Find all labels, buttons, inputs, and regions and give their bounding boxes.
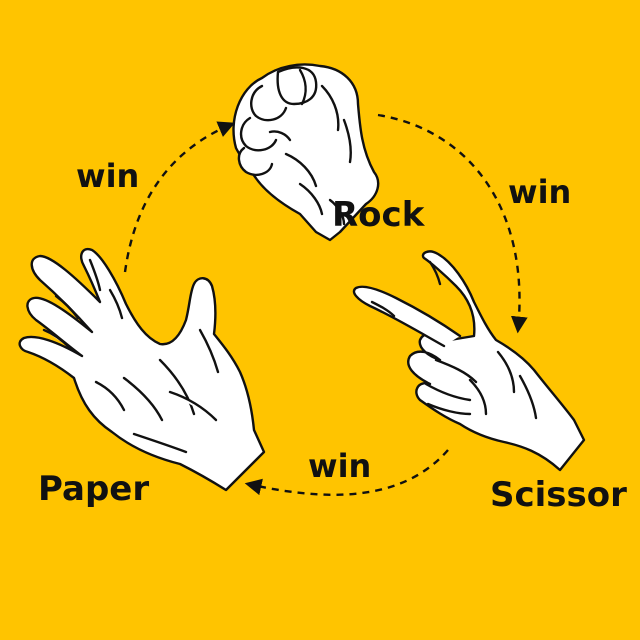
edge-label-paper-rock: win xyxy=(76,157,140,195)
open-palm-icon xyxy=(18,247,266,492)
fist-icon xyxy=(232,63,380,242)
arrow-scissor-to-paper xyxy=(244,449,449,496)
arrow-paper-to-rock xyxy=(123,121,236,273)
paper-label: Paper xyxy=(38,469,150,509)
edge-label-scissor-paper: win xyxy=(308,447,372,485)
rock-label: Rock xyxy=(332,195,425,235)
edge-label-rock-scissor: win xyxy=(508,173,572,211)
peace-sign-hand-icon xyxy=(352,250,586,472)
scissor-label: Scissor xyxy=(490,475,627,515)
arrow-rock-to-scissor xyxy=(377,113,528,334)
